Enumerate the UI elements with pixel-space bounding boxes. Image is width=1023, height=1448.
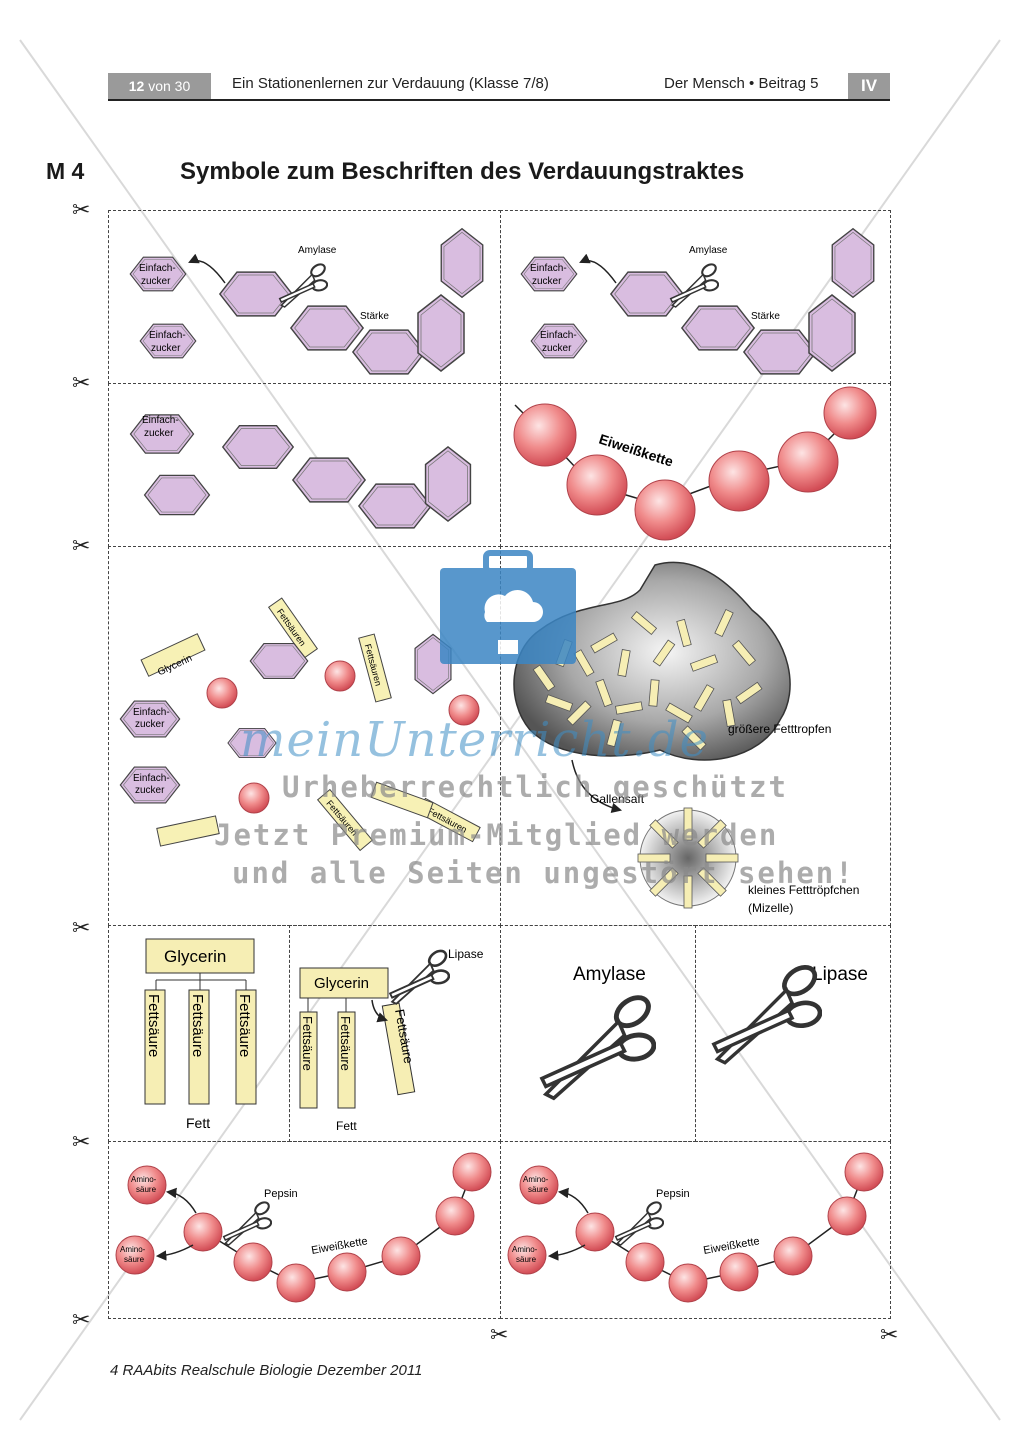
svg-text:Einfach-: Einfach- (139, 263, 176, 274)
scissors-icon: ✂ (880, 1323, 899, 1348)
svg-text:Einfach-: Einfach- (149, 330, 186, 341)
svg-text:Stärke: Stärke (360, 311, 389, 322)
svg-text:zucker: zucker (141, 276, 171, 287)
svg-text:Amylase: Amylase (298, 245, 337, 256)
svg-text:Amylase: Amylase (573, 964, 646, 985)
svg-text:Fettsäure: Fettsäure (300, 1016, 315, 1071)
svg-text:Einfach-: Einfach- (530, 263, 567, 274)
svg-text:Gallensaft: Gallensaft (590, 792, 645, 806)
svg-text:kleines Fetttröpfchen: kleines Fetttröpfchen (748, 883, 859, 897)
scissors-icon: ✂ (72, 916, 91, 941)
footer: 4 RAAbits Realschule Biologie Dezember 2… (110, 1362, 423, 1379)
svg-text:Glycerin: Glycerin (314, 975, 369, 992)
svg-text:zucker: zucker (542, 343, 572, 354)
svg-text:Einfach-: Einfach- (133, 773, 170, 784)
svg-text:Pepsin: Pepsin (656, 1188, 690, 1200)
scissors-icon: ✂ (490, 1323, 509, 1348)
svg-text:Amino-: Amino- (120, 1245, 146, 1254)
header-title: Ein Stationenlernen zur Verdauung (Klass… (232, 75, 549, 92)
svg-text:Amylase: Amylase (689, 245, 728, 256)
svg-text:Pepsin: Pepsin (264, 1188, 298, 1200)
watermark-line-2: Jetzt Premium-Mitglied werden (214, 818, 779, 852)
svg-text:Stärke: Stärke (751, 311, 780, 322)
watermark-line-3: und alle Seiten ungestört sehen! (232, 856, 855, 890)
watermark-line-1: Urheberrechtlich geschützt (282, 770, 788, 804)
svg-text:säure: säure (136, 1185, 157, 1194)
svg-text:säure: säure (124, 1255, 145, 1264)
watermark-brand: meinUnterricht.de (240, 712, 709, 768)
scissors-icon: ✂ (72, 198, 91, 223)
scissors-icon: ✂ (72, 534, 91, 559)
svg-text:Fett: Fett (186, 1115, 210, 1131)
page-title: Symbole zum Beschriften des Verdauungstr… (180, 158, 745, 185)
svg-text:säure: säure (516, 1255, 537, 1264)
svg-text:Fettsäure: Fettsäure (189, 994, 206, 1057)
svg-text:Einfach-: Einfach- (142, 415, 179, 426)
scissors-icon: ✂ (72, 1308, 91, 1333)
svg-text:Amino-: Amino- (512, 1245, 538, 1254)
svg-text:Fettsäure: Fettsäure (338, 1016, 353, 1071)
svg-text:Fett: Fett (336, 1119, 357, 1133)
svg-text:Eiweißkette: Eiweißkette (310, 1235, 368, 1257)
svg-text:Eiweißkette: Eiweißkette (702, 1235, 760, 1257)
svg-text:Einfach-: Einfach- (133, 707, 170, 718)
svg-text:zucker: zucker (151, 343, 181, 354)
scissors-icon: ✂ (72, 371, 91, 396)
svg-text:zucker: zucker (532, 276, 562, 287)
header-rule (108, 99, 890, 101)
svg-text:Amino-: Amino- (523, 1175, 549, 1184)
svg-text:Amino-: Amino- (131, 1175, 157, 1184)
svg-text:Fettsäure: Fettsäure (236, 994, 253, 1057)
svg-text:größere Fetttropfen: größere Fetttropfen (728, 722, 831, 736)
section-badge: IV (848, 73, 890, 99)
page-number: 12 von 30 (108, 73, 211, 99)
starch-chain (129, 227, 484, 375)
briefcase-logo-icon (440, 550, 576, 664)
svg-text:zucker: zucker (135, 785, 165, 796)
svg-text:Einfach-: Einfach- (540, 330, 577, 341)
material-label: M 4 (46, 158, 85, 184)
svg-text:zucker: zucker (135, 719, 165, 730)
scissors-icon: ✂ (72, 1130, 91, 1155)
svg-text:zucker: zucker (144, 428, 174, 439)
svg-text:(Mizelle): (Mizelle) (748, 901, 793, 915)
svg-text:Glycerin: Glycerin (164, 947, 226, 966)
svg-text:säure: säure (528, 1185, 549, 1194)
card-pepsin-2 (500, 1141, 891, 1319)
header-series: Der Mensch • Beitrag 5 (664, 75, 819, 92)
svg-text:Lipase: Lipase (812, 964, 868, 985)
svg-text:Lipase: Lipase (448, 947, 484, 961)
svg-text:Fettsäure: Fettsäure (145, 994, 162, 1057)
